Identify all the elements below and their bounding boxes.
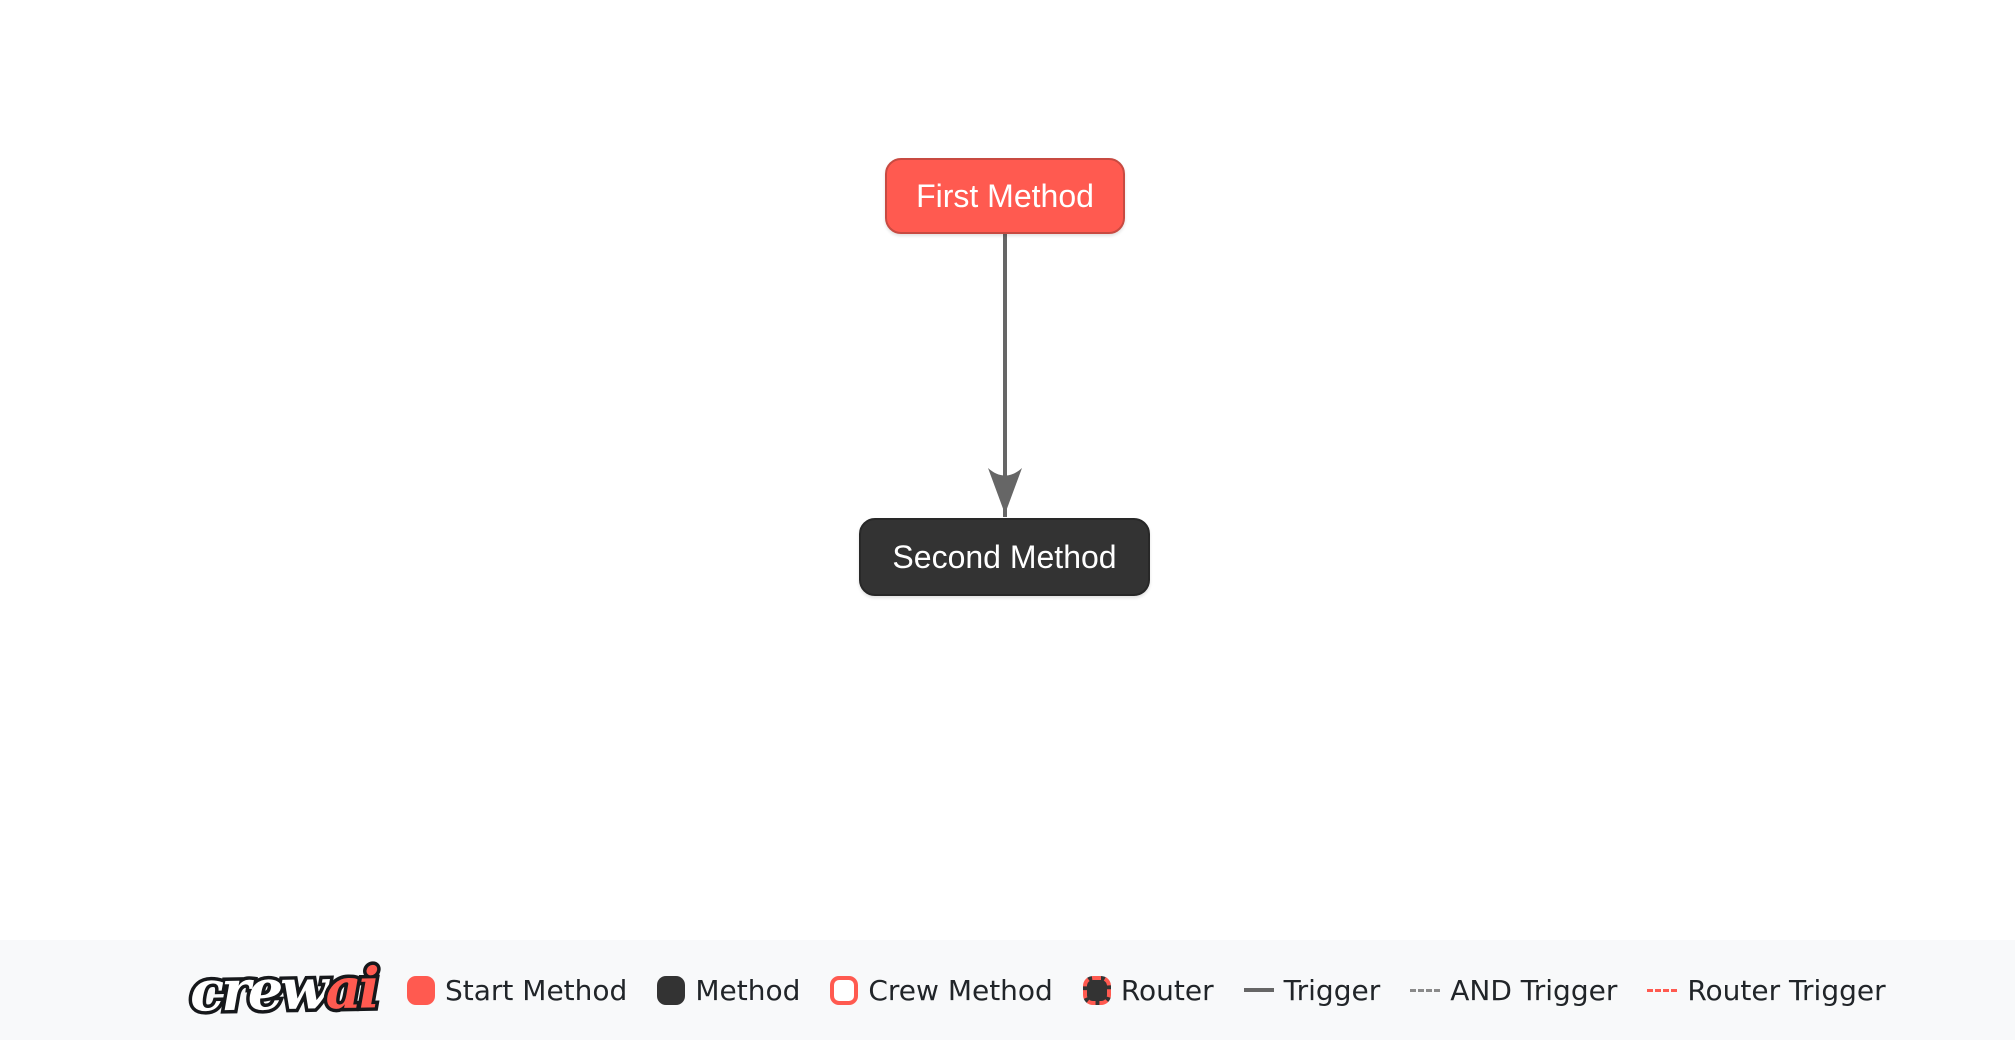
legend-item-trigger: Trigger <box>1243 973 1381 1007</box>
legend-label: Method <box>695 973 801 1007</box>
legend: Start Method Method Crew Method Router T… <box>407 974 1886 1007</box>
trigger-edge <box>988 234 1022 517</box>
crewai-logo: crewai <box>186 952 381 1028</box>
node-first-method[interactable]: First Method <box>885 158 1125 234</box>
legend-item-router: Router <box>1082 973 1214 1007</box>
crewai-logo-ai: ai <box>321 952 381 1026</box>
crew-method-swatch-icon <box>830 975 859 1005</box>
legend-label: Trigger <box>1283 973 1381 1007</box>
node-second-method-label: Second Method <box>892 538 1117 575</box>
flow-canvas[interactable]: First Method Second Method <box>0 0 2015 940</box>
legend-item-start-method: Start Method <box>407 974 627 1007</box>
legend-item-router-trigger: Router Trigger <box>1647 973 1886 1007</box>
legend-item-and-trigger: AND Trigger <box>1410 974 1617 1007</box>
node-first-method-label: First Method <box>916 177 1094 214</box>
legend-footer: crewai Start Method Method Crew Method R… <box>0 940 2015 1040</box>
router-trigger-line-icon <box>1647 988 1678 992</box>
legend-item-crew-method: Crew Method <box>830 974 1053 1007</box>
method-swatch-icon <box>657 975 686 1005</box>
start-method-swatch-icon <box>407 975 435 1005</box>
crewai-logo-crew: crew <box>186 953 330 1028</box>
and-trigger-line-icon <box>1410 988 1441 992</box>
legend-label: Start Method <box>445 973 628 1007</box>
router-swatch-icon <box>1082 975 1111 1005</box>
node-second-method[interactable]: Second Method <box>859 518 1150 596</box>
legend-label: Router Trigger <box>1687 973 1886 1007</box>
legend-label: Router <box>1120 973 1214 1007</box>
trigger-line-icon <box>1243 988 1274 992</box>
legend-label: Crew Method <box>868 973 1053 1007</box>
trigger-edge-arrowhead-icon <box>988 468 1022 514</box>
legend-item-method: Method <box>657 974 800 1007</box>
legend-label: AND Trigger <box>1450 973 1618 1007</box>
